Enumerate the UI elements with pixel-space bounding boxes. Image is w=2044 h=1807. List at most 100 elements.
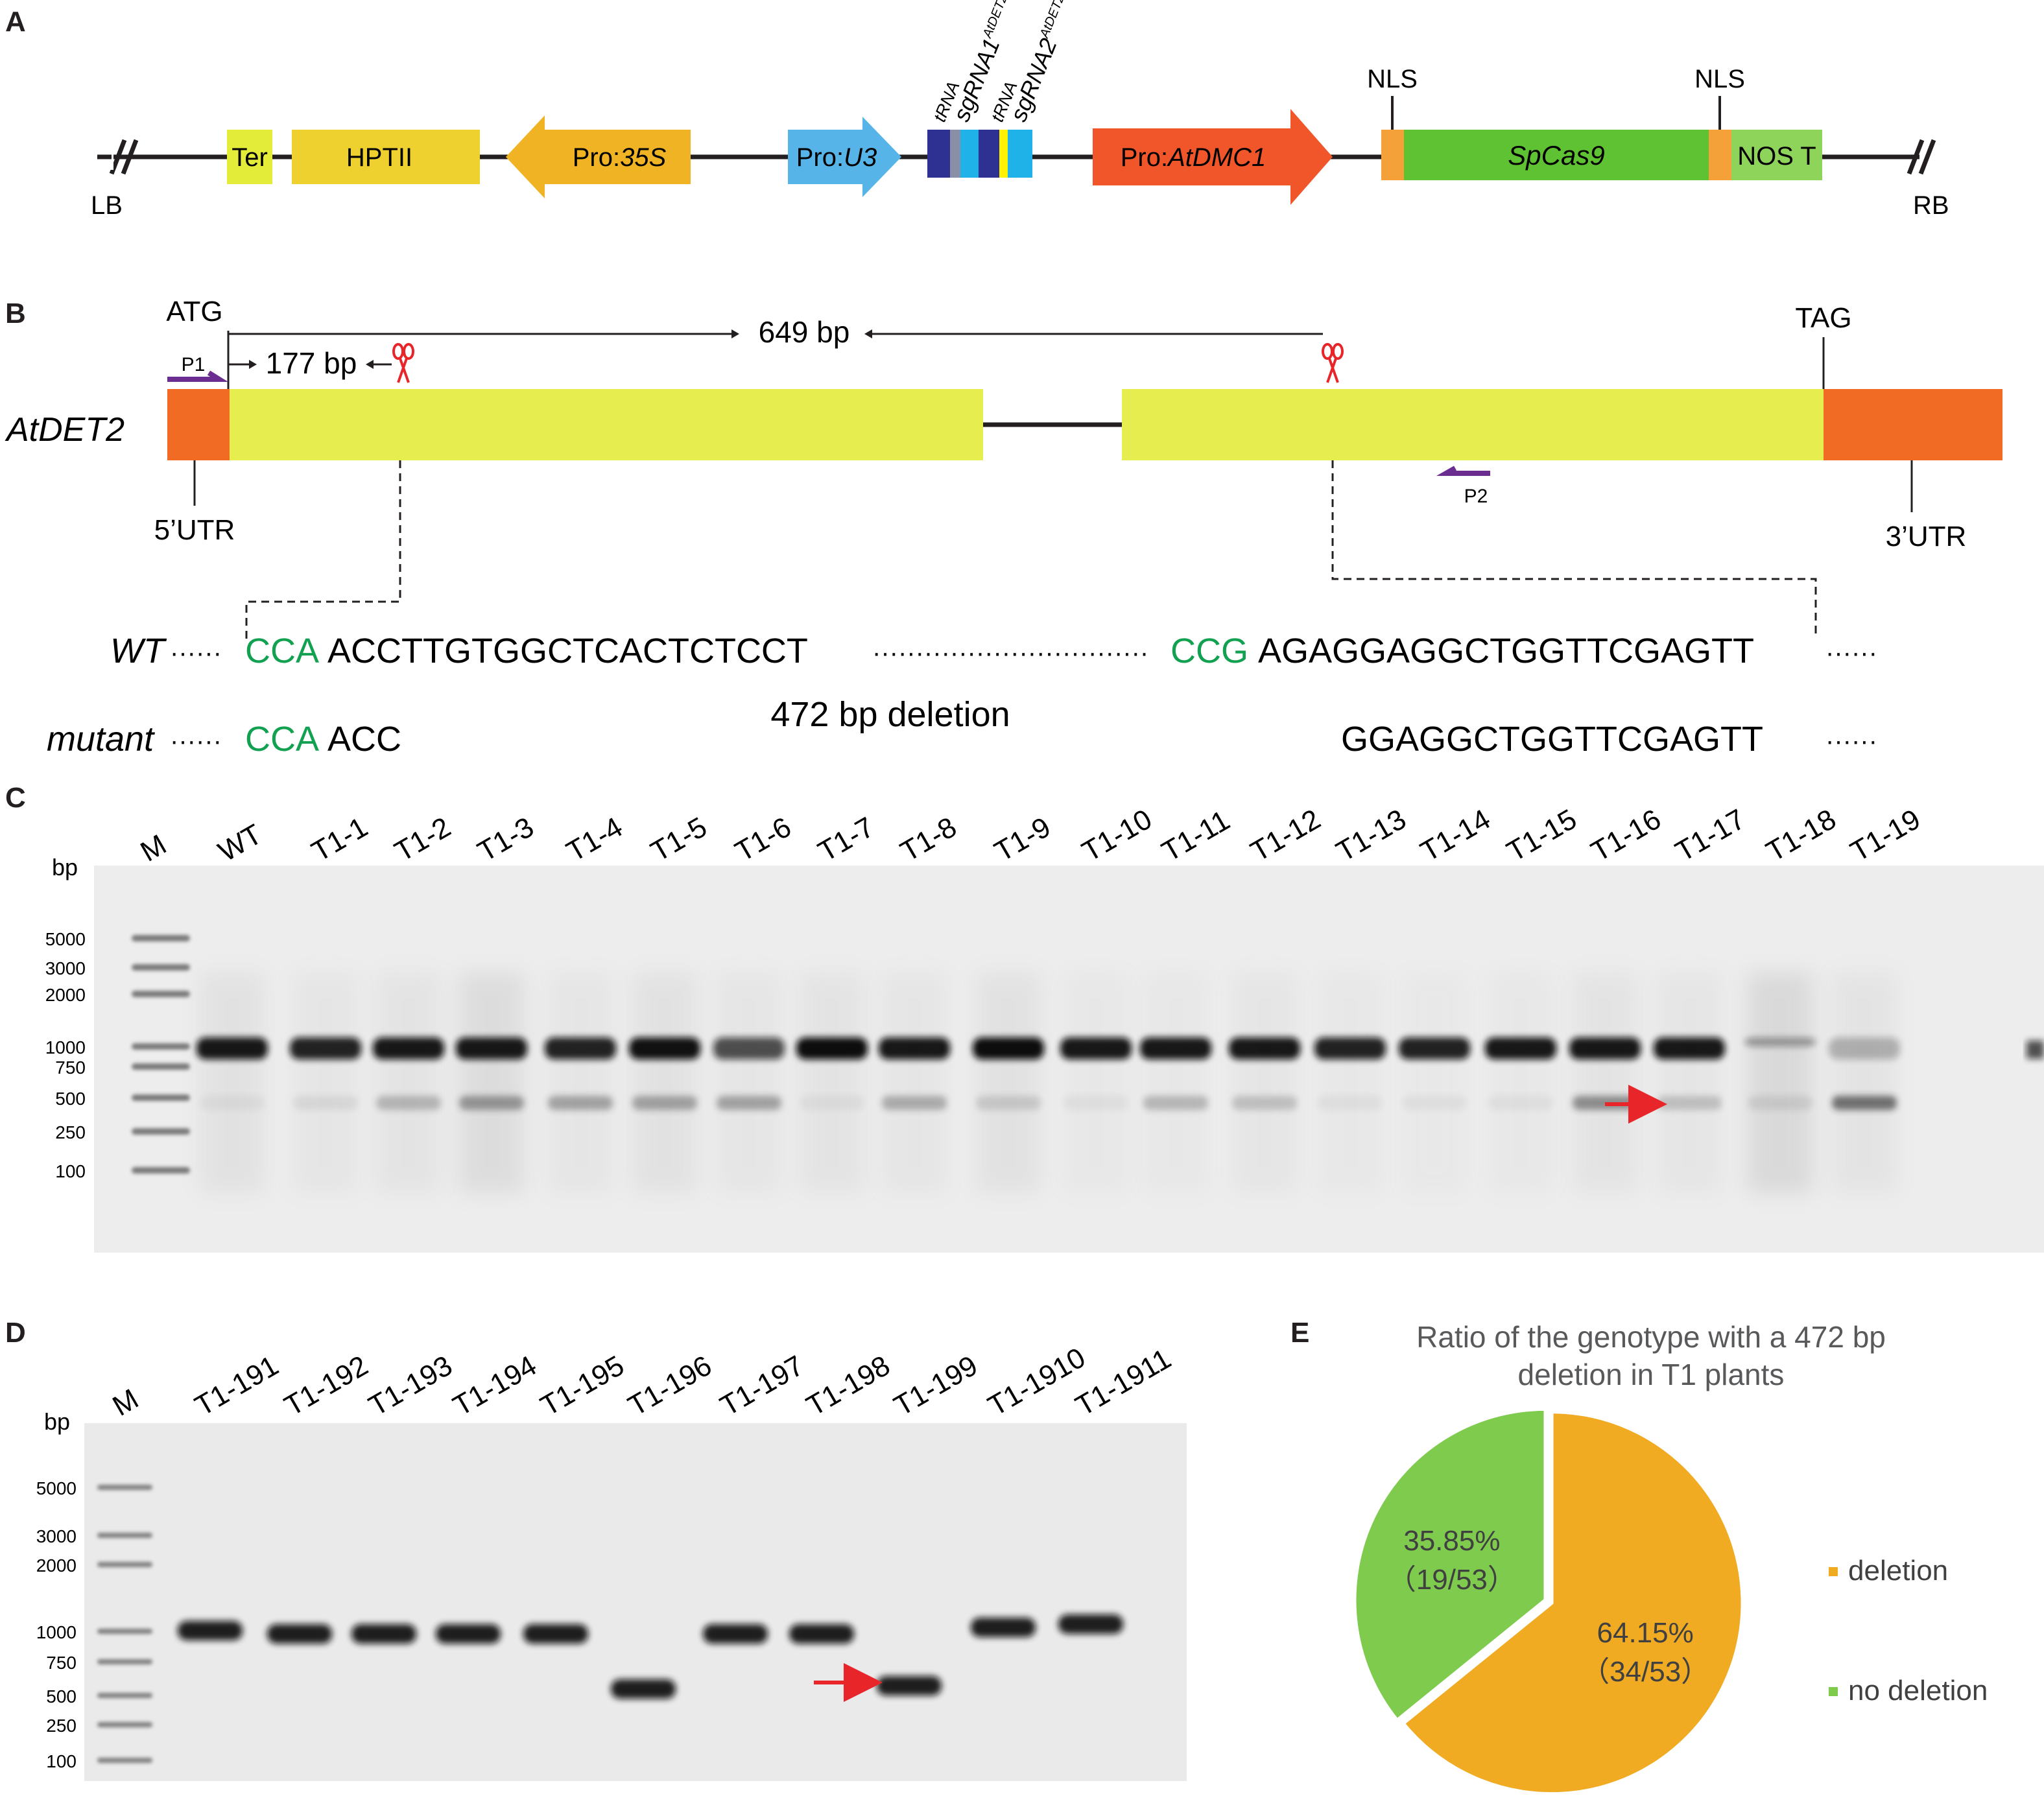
pie-slice-no-deletion — [1352, 1406, 1548, 1723]
gel-c-lane-label: T1-1 — [307, 811, 374, 868]
gel-c-ladder-label: 500 — [55, 1089, 86, 1109]
gel-c-ladder-label: 3000 — [45, 958, 86, 978]
gel-c-lane-label: T1-19 — [1846, 803, 1926, 868]
gel-c-smear — [376, 973, 441, 1193]
gel-c-smear — [459, 973, 524, 1193]
gel-c-band-deletion — [1402, 1096, 1467, 1110]
pie-count-label: （34/53） — [1581, 1656, 1709, 1688]
nls-2-box — [1709, 130, 1731, 180]
gel-c-lane-label: T1-14 — [1416, 803, 1496, 868]
gel-c-ladder-label: 5000 — [45, 929, 86, 949]
gel-d-ladder-label: 500 — [46, 1686, 77, 1707]
wt-label: WT — [110, 632, 167, 670]
gel-c-lane-label: T1-10 — [1077, 803, 1158, 868]
gel-d-band-deletion — [611, 1679, 676, 1699]
gel-c-ladder-band — [132, 1094, 190, 1101]
gel-c-lane-label: WT — [213, 818, 268, 868]
gel-c-ladder-band — [132, 991, 190, 997]
gel-d-ladder-band — [97, 1659, 152, 1664]
svg-text:······: ······ — [170, 727, 222, 755]
gel-c-smear — [976, 973, 1041, 1193]
gel-c-ladder-band — [132, 1043, 190, 1050]
gel-c-ladder-band — [132, 935, 190, 941]
gel-d-band-1000bp — [971, 1618, 1036, 1637]
gel-c-smear — [1488, 973, 1553, 1193]
gel-d-ladder-band — [97, 1758, 152, 1763]
gel-c-smear — [1573, 973, 1637, 1193]
gel-c-band-deletion — [200, 1096, 265, 1110]
prodmc1-label: Pro:AtDMC1 — [1121, 143, 1266, 172]
utr3-box — [1824, 389, 2002, 460]
gel-c-smear — [200, 973, 265, 1193]
gel-c-smear — [1318, 973, 1383, 1193]
gel-d-lane-label: T1-1910 — [983, 1341, 1091, 1422]
exon-1 — [230, 389, 983, 460]
legend-swatch-no-deletion — [1829, 1687, 1838, 1696]
gel-d-lane-label: T1-197 — [715, 1350, 809, 1423]
mut-pam: CCA — [245, 720, 319, 759]
gel-c-lane-label: T1-13 — [1331, 803, 1412, 868]
legend-swatch-deletion — [1829, 1567, 1838, 1576]
gel-d-bands — [97, 1485, 1123, 1763]
gel-c-lane-label: T1-18 — [1761, 803, 1842, 868]
gel-c-band-deletion — [293, 1096, 358, 1110]
chart-title-line-1: Ratio of the genotype with a 472 bp — [1416, 1320, 1886, 1354]
sgrna2-label: sgRNA2AtDET2 — [1004, 0, 1078, 125]
utr5-box — [167, 389, 230, 460]
primer-p1-arrow — [167, 370, 228, 382]
pie-slice-deletion — [1400, 1410, 1745, 1797]
utr3-label: 3’UTR — [1886, 521, 1967, 552]
gel-c-smear — [800, 973, 864, 1193]
nls-2-label: NLS — [1694, 65, 1745, 93]
gel-d-lane-label: T1-198 — [802, 1350, 896, 1423]
hptii-label: HPTII — [346, 143, 412, 172]
gel-c-band-deletion — [1318, 1096, 1383, 1110]
gel-c-ladder-label: 1000 — [45, 1037, 86, 1057]
gel-d-lane-label: T1-194 — [448, 1350, 542, 1423]
gel-d-ladder-label: 1000 — [36, 1622, 77, 1642]
gel-c-band-deletion — [1748, 1096, 1812, 1110]
deletion-label: 472 bp deletion — [770, 695, 1010, 734]
dist-649-label: 649 bp — [759, 315, 850, 349]
utr5-label: 5’UTR — [154, 514, 235, 546]
gel-c-edge-band — [2026, 1041, 2044, 1059]
gel-d-band-1000bp — [789, 1624, 854, 1644]
gel-c-smear — [1402, 973, 1467, 1193]
gel-d-ladder-band — [97, 1629, 152, 1634]
svg-text:······: ······ — [170, 639, 222, 667]
panel-label-a: A — [5, 6, 26, 38]
gel-c-lane-label: T1-6 — [730, 811, 797, 868]
wt-pam-1: CCA — [245, 632, 319, 670]
gel-c-lane-label: T1-3 — [473, 811, 540, 868]
gel-c-band-deletion — [882, 1096, 947, 1110]
svg-text:······: ······ — [1825, 727, 1877, 755]
gel-c-band-deletion — [800, 1096, 864, 1110]
gel-c-smear — [717, 973, 781, 1193]
scissors-icon — [392, 343, 414, 383]
gel-d-lane-label: T1-196 — [623, 1350, 717, 1423]
gel-c-band-deletion — [1832, 1096, 1897, 1110]
gel-c-band-1000bp — [796, 1037, 868, 1059]
gene-name: AtDET2 — [5, 411, 125, 449]
sgrna-cassette — [927, 130, 1032, 178]
wt-sequence: WT ······ CCA ACCTTGTGGCTCACTCTCCT ·····… — [110, 632, 1877, 670]
gel-c-band-deletion — [1143, 1096, 1208, 1110]
spcas9-label: SpCas9 — [1508, 140, 1604, 171]
pro35s-arrow — [506, 115, 691, 198]
gel-d-ladder-label: 100 — [46, 1751, 77, 1771]
pie-count-label: （19/53） — [1388, 1564, 1516, 1596]
gel-c-band-1000bp — [1314, 1037, 1386, 1059]
gene-structure: ATG TAG 649 bp 177 bp P1 — [5, 296, 2002, 759]
gel-c-band-1000bp — [1829, 1037, 1900, 1059]
gel-d-lane-label: T1-192 — [279, 1350, 374, 1423]
gel-c-ladder-band — [132, 1128, 190, 1135]
nls-1-label: NLS — [1367, 65, 1418, 93]
legend-label: deletion — [1848, 1555, 1948, 1587]
gel-c-band-1000bp — [1399, 1037, 1470, 1059]
gel-c-band-deletion — [376, 1096, 441, 1110]
gel-d-band-1000bp — [1058, 1614, 1123, 1634]
gel-d-ladder-label: 750 — [46, 1653, 77, 1673]
